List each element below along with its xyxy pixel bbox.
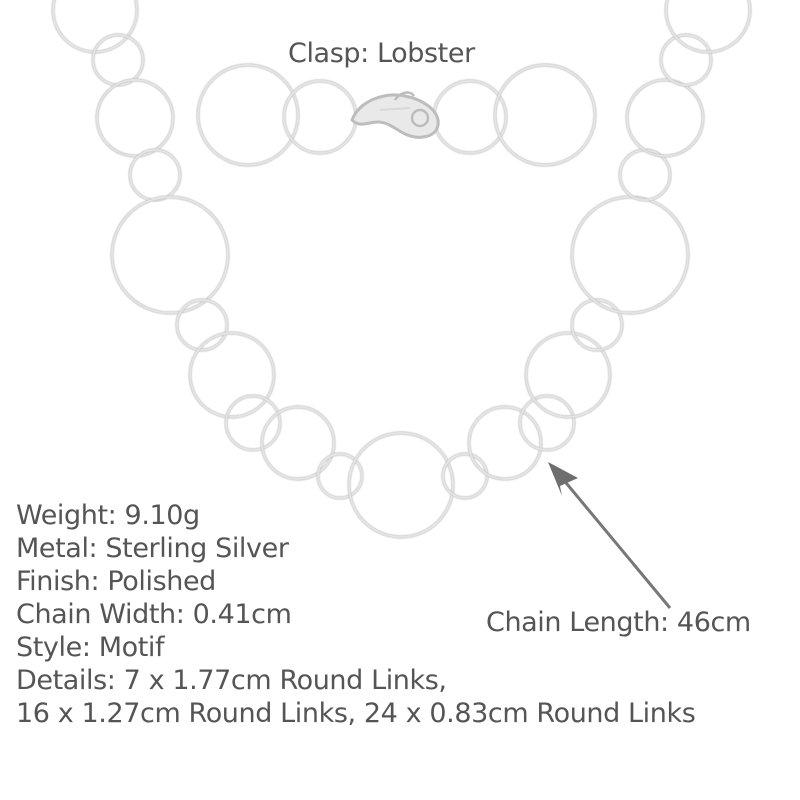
chain-link-highlight [189, 332, 275, 418]
chain-link [664, 0, 752, 54]
weight-spec: Weight: 9.10g [16, 500, 200, 531]
clasp-label: Clasp: Lobster [288, 38, 475, 69]
chain-length-label: Chain Length: 46cm [486, 607, 751, 638]
chain-link-highlight [626, 79, 704, 157]
chain-link-highlight [519, 395, 575, 451]
style-spec: Style: Motif [16, 632, 165, 663]
chain-link-highlight [111, 196, 229, 314]
chain-link-highlight [96, 79, 174, 157]
chain-link-highlight [261, 406, 335, 480]
chain-link-highlight [468, 406, 542, 480]
chain-link-highlight [571, 196, 689, 314]
chain-link-highlight [660, 34, 712, 86]
lobster-clasp [350, 91, 440, 139]
chain-link-highlight [176, 299, 228, 351]
chain-link-highlight [348, 432, 454, 538]
chain-link-highlight [197, 64, 299, 166]
chain-link-highlight [129, 149, 181, 201]
chain-link-highlight [494, 64, 596, 166]
chain-link-highlight [225, 395, 281, 451]
chain-link-highlight [92, 34, 144, 86]
length-arrow [548, 462, 672, 609]
chain-width-spec: Chain Width: 0.41cm [16, 599, 292, 630]
chain-link-highlight [665, 0, 751, 53]
details-spec-line2: 16 x 1.27cm Round Links, 24 x 0.83cm Rou… [16, 698, 696, 729]
chain-link [51, 0, 139, 54]
metal-spec: Metal: Sterling Silver [16, 533, 289, 564]
chain-link-highlight [283, 80, 357, 154]
chain-link-highlight [317, 453, 363, 499]
specs-list: Weight: 9.10g Metal: Sterling Silver Fin… [16, 499, 696, 730]
details-spec-line1: Details: 7 x 1.77cm Round Links, [16, 665, 447, 696]
finish-spec: Finish: Polished [16, 566, 216, 597]
chain-link-highlight [442, 453, 488, 499]
chain-link-highlight [525, 332, 611, 418]
chain-link-highlight [52, 0, 138, 53]
chain-link-highlight [571, 299, 623, 351]
